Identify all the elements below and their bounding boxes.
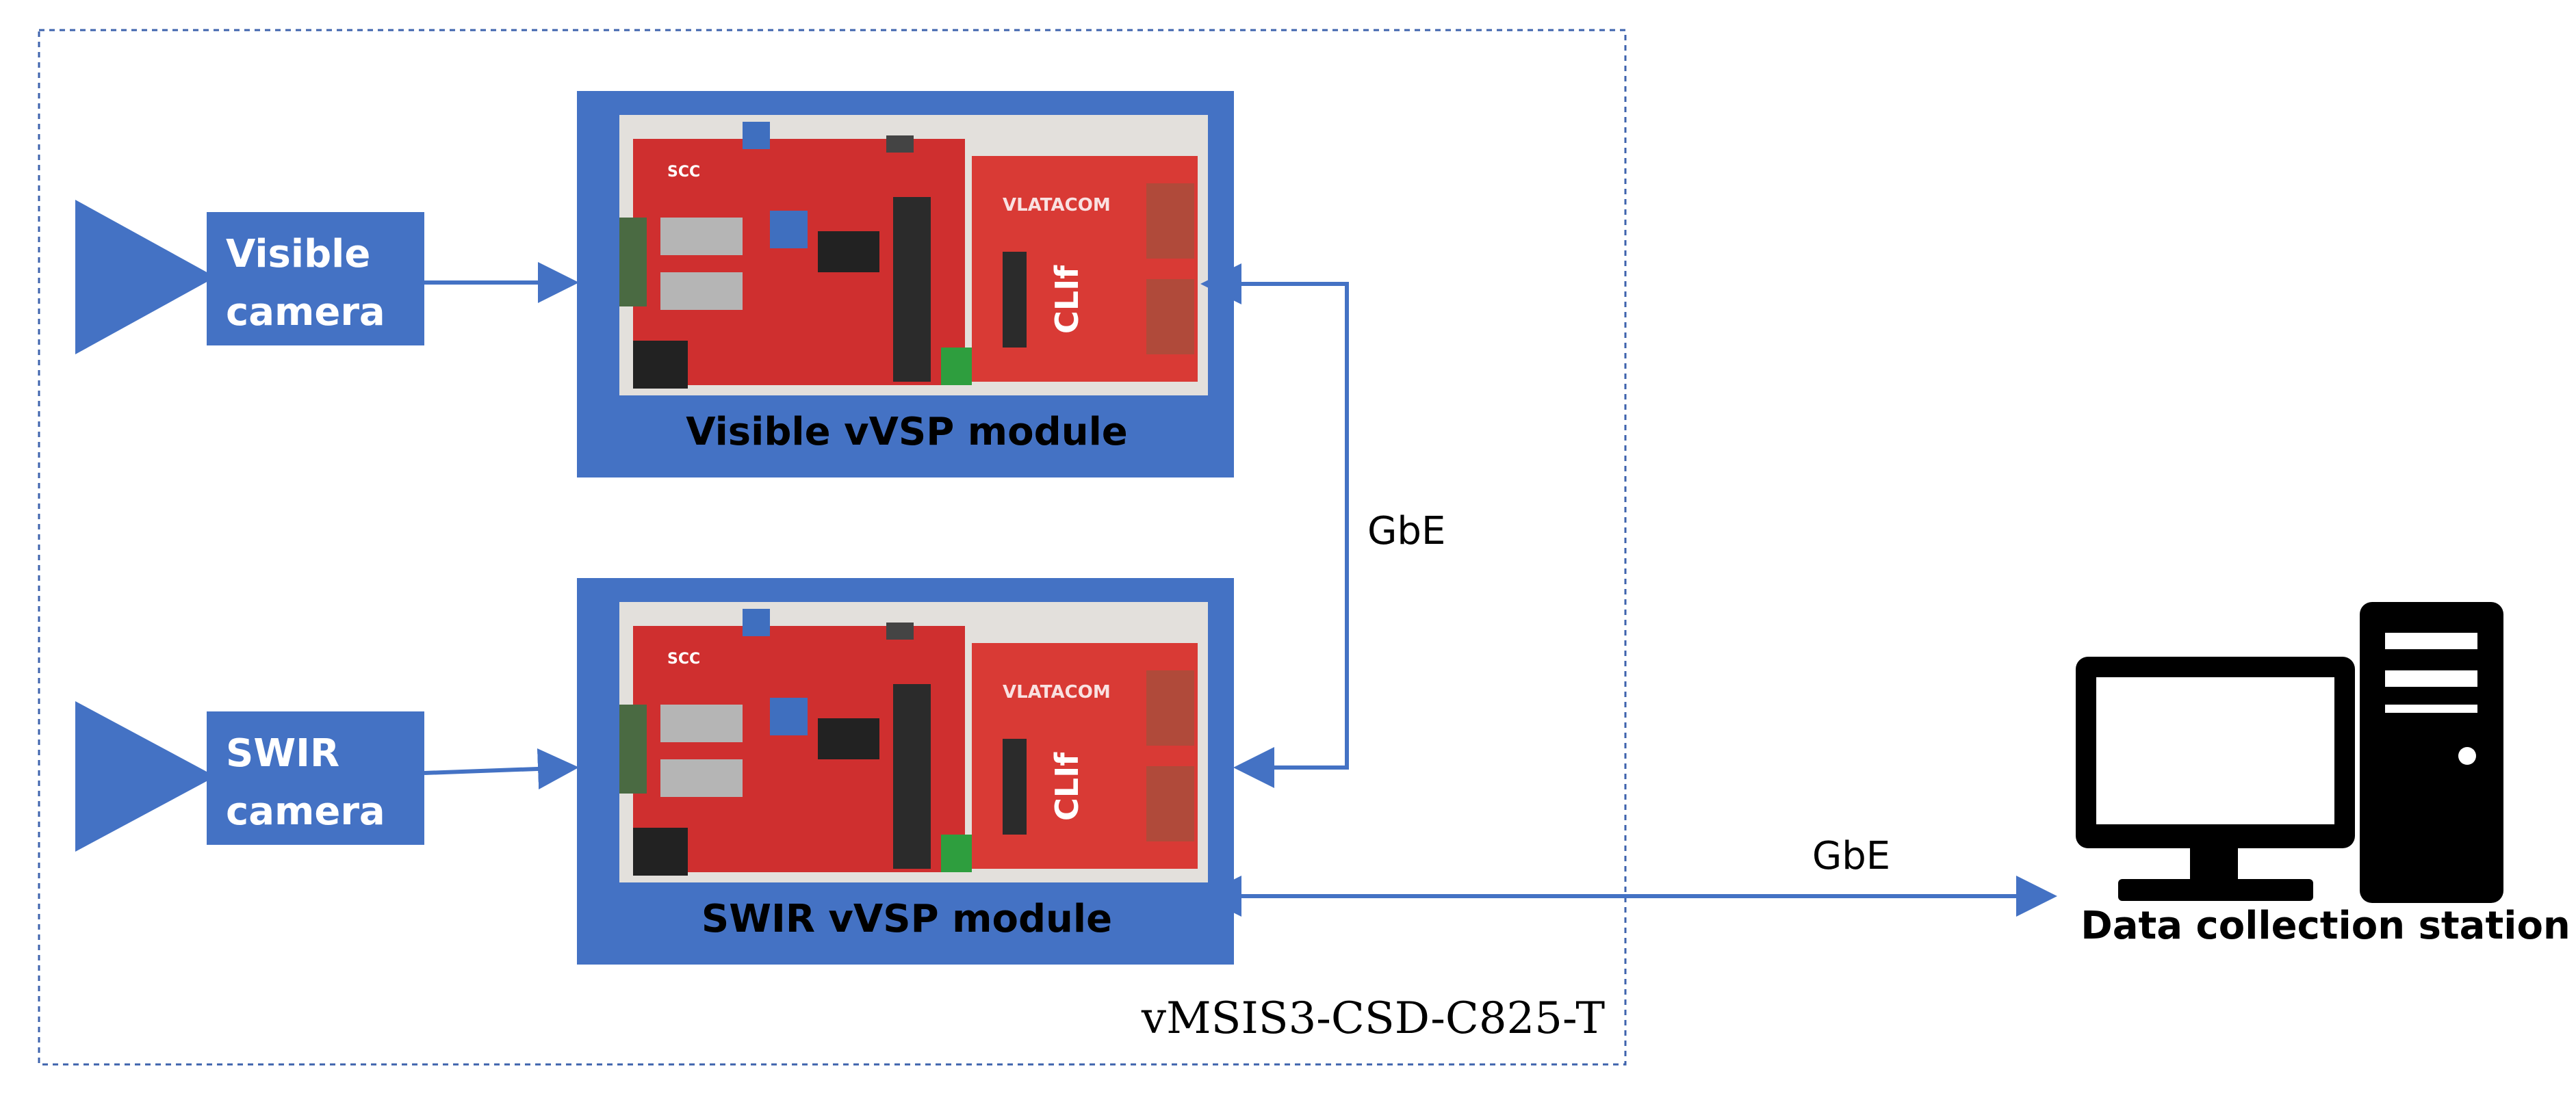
swir-camera-arrow (424, 748, 579, 789)
visible-module-board-image (619, 115, 1208, 395)
visible-camera-icon (75, 200, 216, 354)
system-boundary (38, 29, 1627, 1066)
visible-module-label: Visible vVSP module (686, 410, 1128, 454)
visible-camera-line1: Visible (226, 232, 370, 276)
swir-camera-icon (75, 701, 216, 852)
system-label: vMSIS3-CSD-C825-T (1141, 993, 1605, 1044)
station-link-label: GbE (1812, 834, 1890, 878)
swir-module-board-image (619, 602, 1208, 882)
swir-module-label: SWIR vVSP module (701, 897, 1112, 941)
visible-camera-box (207, 212, 424, 345)
swir-camera-line1: SWIR (226, 731, 339, 776)
visible-camera-line2: camera (226, 290, 385, 335)
swir-camera-box (207, 711, 424, 845)
station-label: Data collection station (2081, 904, 2571, 948)
inter-module-link (1200, 263, 1349, 788)
swir-camera-line2: camera (226, 789, 385, 834)
inter-module-link-label: GbE (1367, 509, 1445, 553)
computer-icon (2076, 602, 2503, 903)
